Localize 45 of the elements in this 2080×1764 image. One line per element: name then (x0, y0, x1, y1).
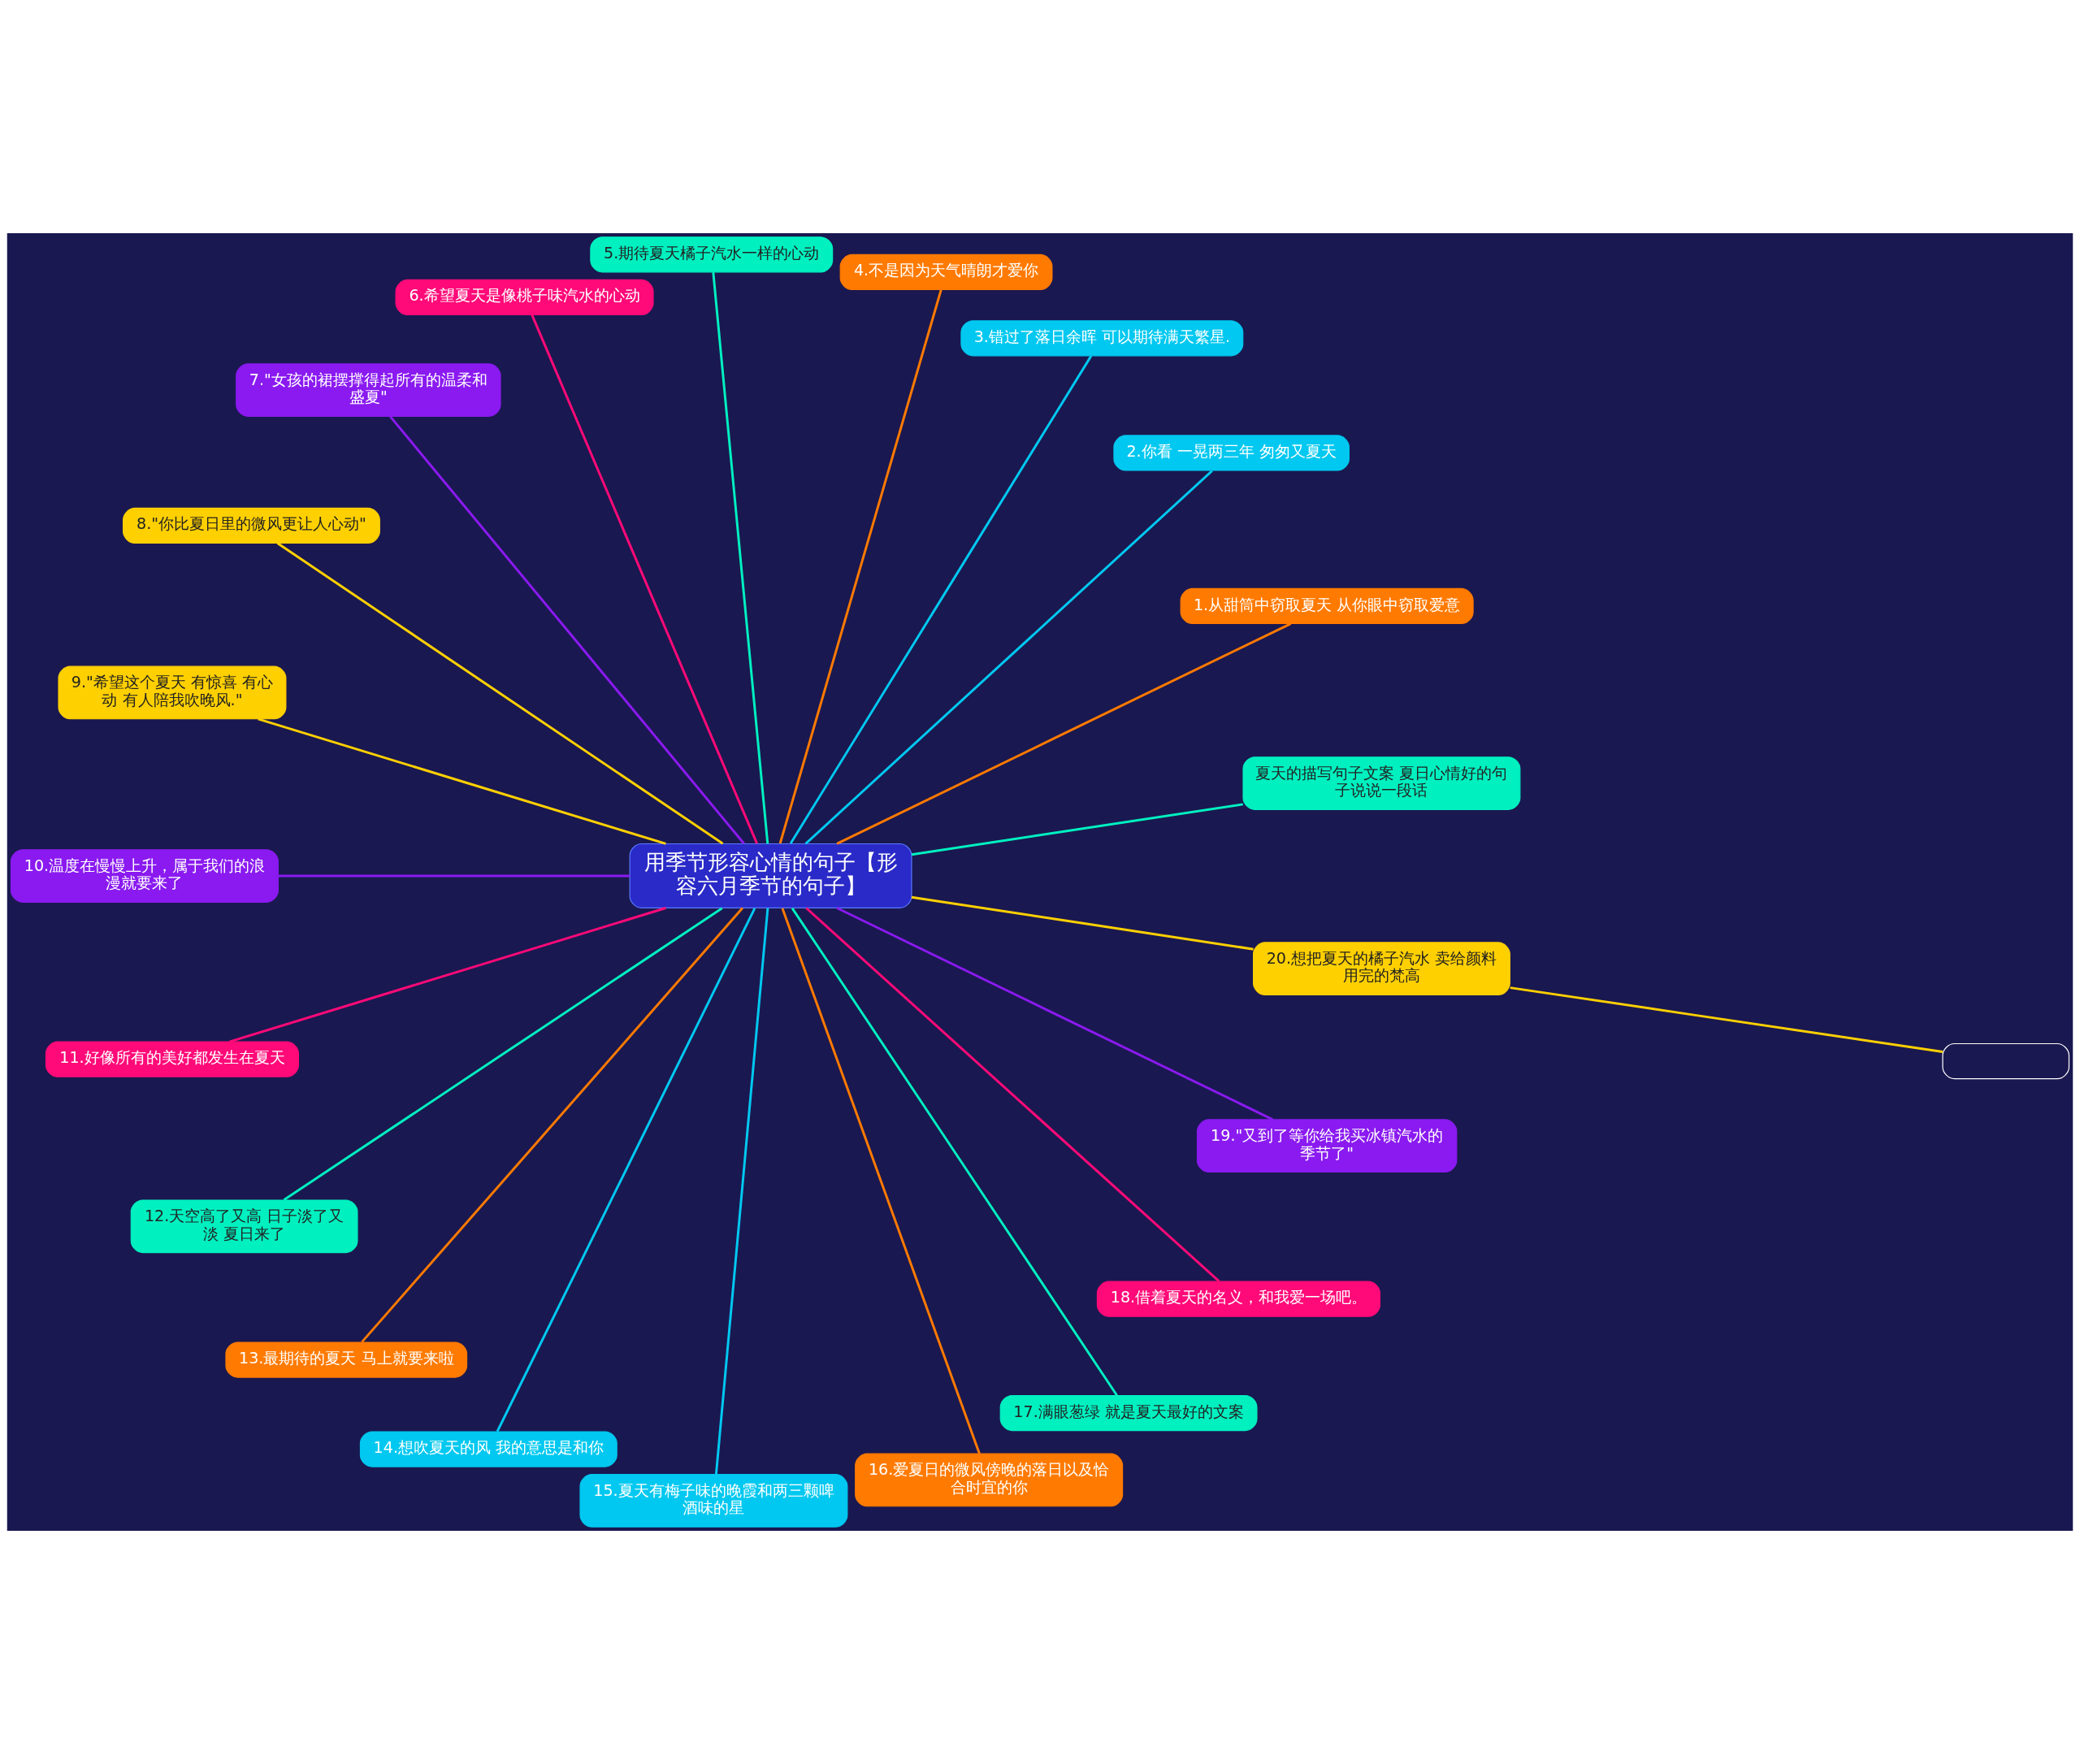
node-box: 15.夏天有梅子味的晚霞和两三颗啤酒味的星 (579, 1474, 848, 1528)
connector (389, 415, 745, 845)
connector (789, 355, 1093, 844)
connector (712, 272, 769, 844)
node-box: 16.爱夏日的微风傍晚的落日以及恰合时宜的你 (855, 1453, 1124, 1507)
connector (714, 908, 769, 1475)
node-box: 6.希望夏天是像桃子味汽水的心动 (395, 279, 654, 316)
node-box: 9."希望这个夏天 有惊喜 有心动 有人陪我吹晚风." (58, 665, 287, 720)
node-box: 用季节形容心情的句子【形容六月季节的句子】 (629, 843, 912, 908)
connector (258, 717, 666, 845)
connector (531, 314, 758, 844)
node-box: 17.满眼葱绿 就是夏天最好的文案 (999, 1394, 1258, 1432)
connector (361, 907, 743, 1343)
connector (836, 907, 1274, 1121)
node-box: 2.你看 一晃两三年 匆匆又夏天 (1113, 435, 1350, 471)
connector (911, 803, 1244, 856)
connector (229, 907, 666, 1043)
connector (276, 542, 724, 845)
connector (805, 907, 1220, 1282)
node-box: 4.不是因为天气晴朗才爱你 (839, 254, 1053, 291)
connector (778, 289, 942, 844)
connector (1510, 986, 1944, 1053)
node-box: 7."女孩的裙摆撑得起所有的温柔和盛夏" (236, 363, 501, 417)
node-box: 1.从甜筒中窃取夏天 从你眼中窃取爱意 (1180, 587, 1474, 625)
node-box: 19."又到了等你给我买冰镇汽水的季节了" (1196, 1119, 1458, 1173)
node-box: 10.温度在慢慢上升，属于我们的浪漫就要来了 (10, 849, 279, 903)
node-box: 3.错过了落日余晖 可以期待满天繁星. (960, 320, 1244, 357)
connector (911, 895, 1254, 951)
node-box: 11.好像所有的美好都发生在夏天 (45, 1041, 299, 1077)
node-box: 18.借着夏天的名义，和我爱一场吧。 (1096, 1281, 1380, 1317)
connector (496, 908, 756, 1432)
connector (283, 907, 723, 1201)
node-box: 13.最期待的夏天 马上就要来啦 (225, 1341, 468, 1378)
connector (278, 874, 630, 878)
node-box: 12.天空高了又高 日子淡了又淡 夏日来了 (130, 1199, 358, 1254)
node-box (1942, 1042, 2070, 1080)
connector (781, 908, 981, 1454)
connector (836, 622, 1292, 845)
node-box: 14.想吹夏天的风 我的意思是和你 (359, 1431, 618, 1467)
connector (791, 908, 1118, 1397)
node-box: 20.想把夏天的橘子汽水 卖给颜料用完的梵高 (1253, 942, 1510, 996)
node-box: 8."你比夏日里的微风更让人心动" (123, 507, 380, 544)
node-box: 5.期待夏天橘子汽水一样的心动 (590, 236, 834, 273)
connector (804, 470, 1213, 845)
node-box: 夏天的描写句子文案 夏日心情好的句子说说一段话 (1242, 756, 1521, 810)
